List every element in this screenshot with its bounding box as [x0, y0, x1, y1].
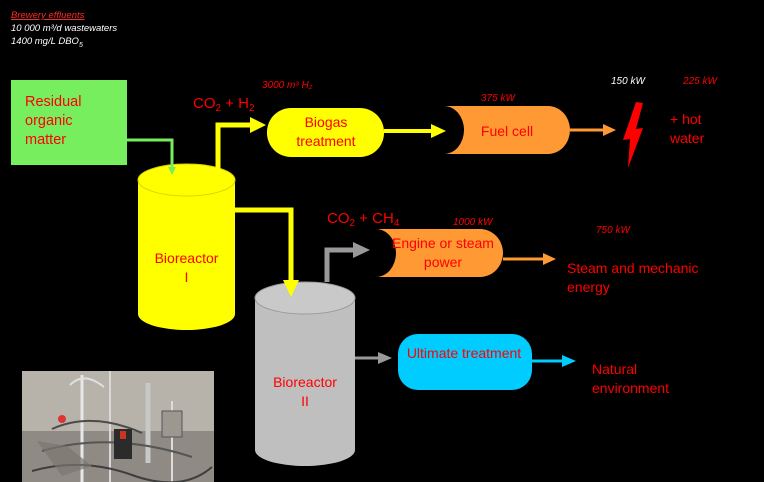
engine-label: Engine or steam power: [392, 235, 494, 270]
bioreactor-1-cylinder: [137, 163, 236, 330]
ultimate-label: Ultimate treatment: [406, 345, 522, 361]
yellow-arrow-to-bioreactor-2: [235, 207, 299, 297]
header-dbo: 1400 mg/L DBO5: [11, 36, 83, 49]
heat-power-label: 225 kW: [683, 76, 717, 87]
biogas-treatment-box: [267, 108, 384, 157]
gas-label-co2-h2: CO2 + H2: [193, 95, 255, 114]
h2-volume-label: 3000 m³ H₂: [262, 80, 313, 91]
electric-power-label: 150 kW: [611, 76, 645, 87]
header-wastewaters: 10 000 m³/d wastewaters: [11, 23, 118, 34]
hot-water-label: + hot water: [670, 111, 705, 146]
residual-organic-matter-box: [11, 80, 127, 165]
fuel-cell-power-label: 375 kW: [481, 93, 515, 104]
natural-environment-label: Natural environment: [592, 361, 670, 396]
fuel-cell-box: [444, 106, 570, 154]
orange-arrow-engine: [503, 253, 556, 265]
lab-bioreactor-photo: [22, 371, 214, 482]
engine-power-label: 1000 kW: [453, 217, 493, 228]
gray-arrow-to-engine: [324, 242, 370, 282]
ultimate-treatment-box: [398, 334, 532, 390]
yellow-arrow-to-biogas: [215, 117, 266, 175]
yellow-arrow-to-fuel-cell: [384, 124, 446, 138]
biogas-label: Biogas treatment: [296, 114, 356, 149]
cyan-arrow: [532, 355, 576, 367]
gas-label-co2-ch4: CO2 + CH4: [327, 210, 400, 229]
residual-label: Residual organic matter: [25, 94, 82, 148]
engine-steam-box: [376, 229, 503, 277]
green-arrow: [127, 138, 176, 175]
orange-arrow-fuel-cell: [570, 124, 616, 136]
steam-power-label: 750 kW: [596, 225, 630, 236]
fuel-cell-label: Fuel cell: [480, 123, 534, 139]
gray-arrow-to-ultimate: [355, 352, 392, 364]
steam-output-label: Steam and mechanic energy: [567, 260, 699, 295]
lightning-bolt-icon: [623, 102, 643, 168]
bioreactor-2-cylinder: [254, 281, 356, 466]
header-title: Brewery effluents: [11, 10, 85, 21]
